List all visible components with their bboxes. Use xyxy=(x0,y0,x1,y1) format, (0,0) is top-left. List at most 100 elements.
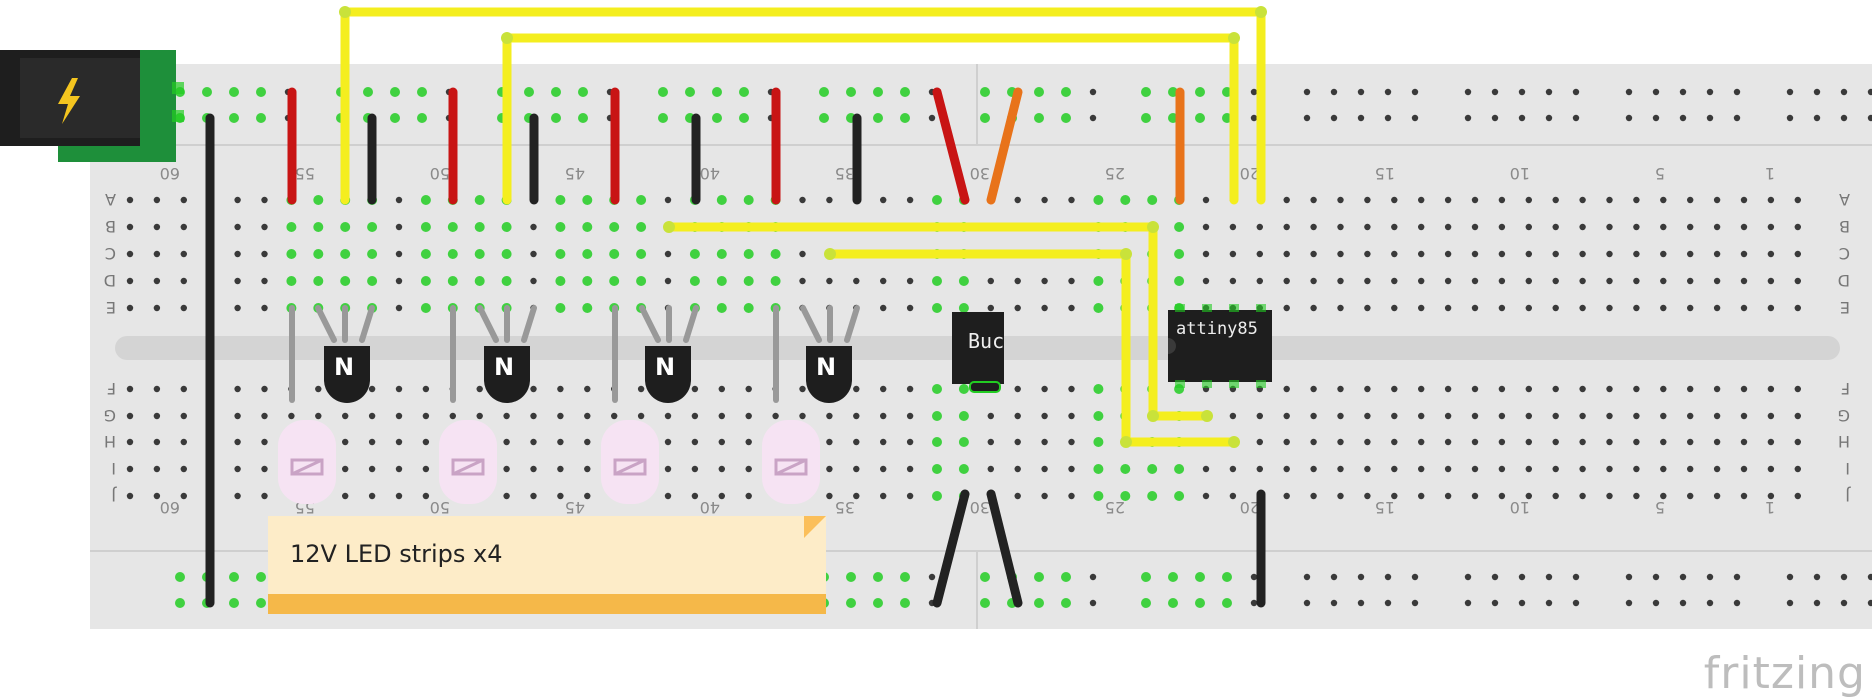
breadboard-hole[interactable] xyxy=(1471,250,1479,258)
breadboard-hole[interactable] xyxy=(1337,492,1344,500)
breadboard-hole[interactable] xyxy=(584,385,591,393)
breadboard-hole[interactable] xyxy=(1525,196,1533,204)
breadboard-hole[interactable] xyxy=(1444,304,1452,312)
breadboard-hole[interactable] xyxy=(1552,412,1559,420)
breadboard-hole[interactable] xyxy=(1660,438,1667,446)
breadboard-hole[interactable] xyxy=(261,385,268,393)
breadboard-hole[interactable] xyxy=(716,303,727,313)
breadboard-hole[interactable] xyxy=(1391,250,1398,258)
breadboard-hole[interactable] xyxy=(1491,599,1499,607)
breadboard-hole[interactable] xyxy=(202,87,212,97)
breadboard-hole[interactable] xyxy=(1867,88,1872,96)
breadboard-hole[interactable] xyxy=(1625,599,1633,607)
breadboard-hole[interactable] xyxy=(1283,438,1290,446)
breadboard-hole[interactable] xyxy=(126,412,134,420)
breadboard-hole[interactable] xyxy=(1303,114,1311,122)
breadboard-hole[interactable] xyxy=(1141,113,1151,123)
breadboard-hole[interactable] xyxy=(530,223,537,231)
breadboard-hole[interactable] xyxy=(1525,465,1533,473)
breadboard-hole[interactable] xyxy=(1391,385,1398,393)
breadboard-hole[interactable] xyxy=(1256,223,1264,231)
breadboard-hole[interactable] xyxy=(1229,223,1237,231)
breadboard-hole[interactable] xyxy=(1391,223,1398,231)
breadboard-hole[interactable] xyxy=(1706,599,1714,607)
breadboard-hole[interactable] xyxy=(770,276,781,286)
breadboard-hole[interactable] xyxy=(530,465,537,473)
breadboard-hole[interactable] xyxy=(1337,223,1344,231)
breadboard-hole[interactable] xyxy=(261,250,268,258)
breadboard-hole[interactable] xyxy=(153,385,161,393)
breadboard-hole[interactable] xyxy=(557,492,564,500)
breadboard-hole[interactable] xyxy=(1518,599,1526,607)
breadboard-hole[interactable] xyxy=(716,249,727,259)
breadboard-hole[interactable] xyxy=(582,195,593,205)
breadboard-hole[interactable] xyxy=(420,249,431,259)
breadboard-hole[interactable] xyxy=(1740,277,1748,285)
breadboard-hole[interactable] xyxy=(557,465,564,473)
breadboard-hole[interactable] xyxy=(1579,304,1586,312)
breadboard-hole[interactable] xyxy=(229,598,239,608)
breadboard-hole[interactable] xyxy=(1525,492,1533,500)
breadboard-hole[interactable] xyxy=(1606,412,1613,420)
breadboard-hole[interactable] xyxy=(395,412,403,420)
breadboard-hole[interactable] xyxy=(1867,573,1872,581)
breadboard-hole[interactable] xyxy=(367,276,378,286)
breadboard-hole[interactable] xyxy=(557,412,564,420)
breadboard-hole[interactable] xyxy=(1767,277,1775,285)
breadboard-hole[interactable] xyxy=(503,438,510,446)
breadboard-hole[interactable] xyxy=(1660,277,1667,285)
breadboard-hole[interactable] xyxy=(474,276,485,286)
breadboard-hole[interactable] xyxy=(1093,464,1104,474)
breadboard-hole[interactable] xyxy=(1195,598,1205,608)
breadboard-hole[interactable] xyxy=(342,438,349,446)
breadboard-hole[interactable] xyxy=(1471,492,1479,500)
breadboard-hole[interactable] xyxy=(799,196,806,204)
breadboard-hole[interactable] xyxy=(718,465,725,473)
breadboard-hole[interactable] xyxy=(368,412,376,420)
breadboard-hole[interactable] xyxy=(1222,598,1232,608)
breadboard-hole[interactable] xyxy=(1444,277,1452,285)
breadboard-hole[interactable] xyxy=(1525,304,1533,312)
breadboard-hole[interactable] xyxy=(1498,492,1506,500)
breadboard-hole[interactable] xyxy=(826,277,833,285)
breadboard-hole[interactable] xyxy=(313,249,324,259)
breadboard-hole[interactable] xyxy=(1357,88,1365,96)
breadboard-hole[interactable] xyxy=(474,222,485,232)
breadboard-hole[interactable] xyxy=(1283,277,1290,285)
breadboard-hole[interactable] xyxy=(126,438,134,446)
breadboard-hole[interactable] xyxy=(1418,223,1425,231)
breadboard-hole[interactable] xyxy=(1660,412,1667,420)
breadboard-hole[interactable] xyxy=(395,492,403,500)
breadboard-hole[interactable] xyxy=(1283,304,1290,312)
breadboard-hole[interactable] xyxy=(1364,277,1371,285)
breadboard-hole[interactable] xyxy=(853,412,860,420)
breadboard-hole[interactable] xyxy=(229,113,239,123)
breadboard-hole[interactable] xyxy=(1364,438,1371,446)
breadboard-hole[interactable] xyxy=(1794,196,1802,204)
breadboard-hole[interactable] xyxy=(390,113,400,123)
breadboard-hole[interactable] xyxy=(474,249,485,259)
breadboard-hole[interactable] xyxy=(1418,385,1425,393)
breadboard-hole[interactable] xyxy=(1384,599,1392,607)
breadboard-hole[interactable] xyxy=(1337,412,1344,420)
breadboard-hole[interactable] xyxy=(691,492,699,500)
breadboard-hole[interactable] xyxy=(880,412,887,420)
breadboard-hole[interactable] xyxy=(1471,223,1479,231)
breadboard-hole[interactable] xyxy=(900,598,910,608)
breadboard-hole[interactable] xyxy=(363,87,373,97)
breadboard-hole[interactable] xyxy=(1867,599,1872,607)
breadboard-hole[interactable] xyxy=(1767,250,1775,258)
breadboard-hole[interactable] xyxy=(256,113,266,123)
breadboard-hole[interactable] xyxy=(551,113,561,123)
breadboard-hole[interactable] xyxy=(1786,599,1794,607)
breadboard-hole[interactable] xyxy=(368,465,376,473)
breadboard-hole[interactable] xyxy=(234,277,241,285)
breadboard-hole[interactable] xyxy=(1041,438,1048,446)
breadboard-hole[interactable] xyxy=(1330,573,1338,581)
breadboard-hole[interactable] xyxy=(229,87,239,97)
breadboard-hole[interactable] xyxy=(1391,438,1398,446)
breadboard-hole[interactable] xyxy=(340,276,351,286)
breadboard-hole[interactable] xyxy=(395,196,403,204)
breadboard-hole[interactable] xyxy=(1283,385,1290,393)
breadboard-hole[interactable] xyxy=(1687,385,1694,393)
